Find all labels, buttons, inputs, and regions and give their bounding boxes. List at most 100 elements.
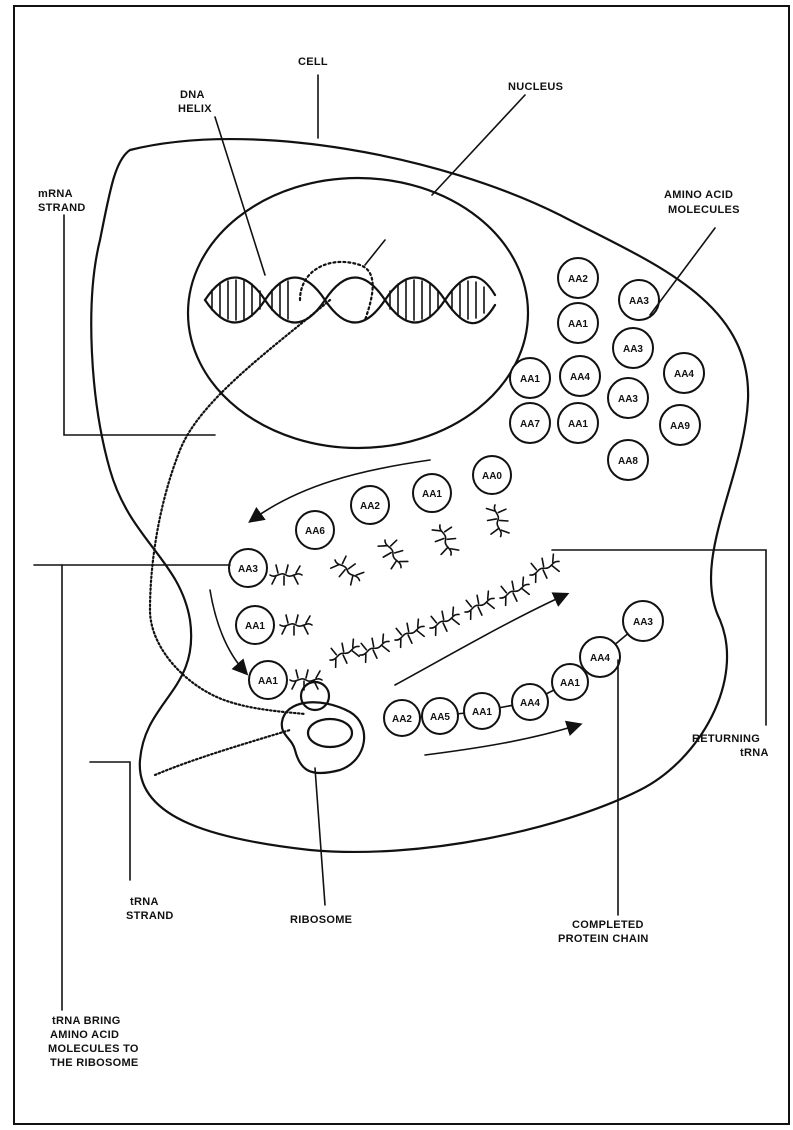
trna-aa-1: AA2 <box>351 486 389 524</box>
trna-aa-2-label: AA1 <box>422 489 442 500</box>
chain-aa-3: AA4 <box>512 684 548 720</box>
pool-aa-9: AA1 <box>558 403 598 443</box>
label-trna-bring-2: AMINO ACID <box>50 1029 119 1041</box>
label-trna-bring-3: MOLECULES TO <box>48 1043 139 1055</box>
trna-aa-3: AA0 <box>473 456 511 494</box>
pool-aa-6-label: AA4 <box>674 369 694 380</box>
pool-aa-6: AA4 <box>664 353 704 393</box>
label-amino-acid-1: AMINO ACID <box>664 189 733 201</box>
leader-nucleus <box>432 95 525 195</box>
returning-trna-6 <box>526 552 563 584</box>
pool-aa-3: AA3 <box>613 328 653 368</box>
nucleus-membrane <box>188 178 528 448</box>
label-cell: CELL <box>298 56 328 68</box>
pool-aa-9-label: AA1 <box>568 419 588 430</box>
returning-trna-0 <box>326 637 363 669</box>
trna-aa-0-label: AA6 <box>305 526 325 537</box>
ribosome <box>282 682 364 773</box>
trna-aa-4: AA3 <box>229 549 267 587</box>
chain-aa-1-label: AA5 <box>430 712 450 723</box>
trna-aa-2: AA1 <box>413 474 451 512</box>
trna-stem-3 <box>485 503 510 538</box>
chain-aa-6: AA3 <box>623 601 663 641</box>
pool-aa-8: AA7 <box>510 403 550 443</box>
pool-aa-11: AA8 <box>608 440 648 480</box>
mrna-strand <box>150 300 330 714</box>
leader-trna-strand <box>90 762 130 880</box>
chain-aa-0-label: AA2 <box>392 714 412 725</box>
pool-aa-7-label: AA3 <box>618 394 638 405</box>
chain-aa-4-label: AA1 <box>560 678 580 689</box>
trna-stem-0 <box>329 552 366 588</box>
pool-aa-0: AA2 <box>558 258 598 298</box>
pool-aa-4-label: AA1 <box>520 374 540 385</box>
returning-trna-3 <box>426 605 463 637</box>
pool-aa-8-label: AA7 <box>520 419 540 430</box>
label-protein-chain-2: PROTEIN CHAIN <box>558 933 649 945</box>
trna-aa-4-label: AA3 <box>238 564 258 575</box>
label-protein-chain-1: COMPLETED <box>572 919 644 931</box>
returning-trna-molecules <box>326 552 563 669</box>
label-trna-strand-1: tRNA <box>130 896 159 908</box>
trna-stem-4 <box>270 565 302 585</box>
label-dna-helix-1: DNA <box>180 89 205 101</box>
pool-aa-3-label: AA3 <box>623 344 643 355</box>
trna-carriers: AA6AA2AA1AA0AA3AA1AA1 <box>229 456 511 699</box>
label-dna-helix-2: HELIX <box>178 103 212 115</box>
returning-trna-4 <box>461 589 498 621</box>
label-trna-strand-2: STRAND <box>126 910 174 922</box>
trna-aa-3-label: AA0 <box>482 471 502 482</box>
trna-aa-5-label: AA1 <box>245 621 265 632</box>
pool-aa-1: AA3 <box>619 280 659 320</box>
trna-aa-5: AA1 <box>236 606 274 644</box>
trna-aa-0: AA6 <box>296 511 334 549</box>
chain-aa-5-label: AA4 <box>590 653 610 664</box>
pool-aa-10-label: AA9 <box>670 421 690 432</box>
trna-stem-1 <box>376 535 409 573</box>
returning-trna-5 <box>496 575 533 607</box>
pool-aa-0-label: AA2 <box>568 274 588 285</box>
pool-aa-10: AA9 <box>660 405 700 445</box>
pool-aa-11-label: AA8 <box>618 456 638 467</box>
dna-helix <box>205 240 495 323</box>
chain-aa-0: AA2 <box>384 700 420 736</box>
leader-mrna <box>64 215 215 435</box>
chain-aa-5: AA4 <box>580 637 620 677</box>
returning-trna-2 <box>391 617 428 649</box>
chain-aa-6-label: AA3 <box>633 617 653 628</box>
label-trna-bring-1: tRNA BRING <box>52 1015 121 1027</box>
chain-aa-4: AA1 <box>552 664 588 700</box>
leader-returning <box>552 550 766 725</box>
label-trna-bring-4: THE RIBOSOME <box>50 1057 139 1069</box>
arrow-trna-flow <box>252 460 430 520</box>
pool-aa-2-label: AA1 <box>568 319 588 330</box>
pool-aa-4: AA1 <box>510 358 550 398</box>
label-returning-1: RETURNING <box>692 733 760 745</box>
pool-aa-5: AA4 <box>560 356 600 396</box>
label-nucleus: NUCLEUS <box>508 81 563 93</box>
label-mrna-2: STRAND <box>38 202 86 214</box>
arrow-returning <box>395 595 565 685</box>
chain-aa-3-label: AA4 <box>520 698 540 709</box>
trna-aa-6: AA1 <box>249 661 287 699</box>
trna-aa-6-label: AA1 <box>258 676 278 687</box>
trna-stem-5 <box>280 615 312 635</box>
chain-aa-1: AA5 <box>422 698 458 734</box>
label-returning-2: tRNA <box>740 747 769 759</box>
pool-aa-1-label: AA3 <box>629 296 649 307</box>
trna-aa-1-label: AA2 <box>360 501 380 512</box>
label-amino-acid-2: MOLECULES <box>668 204 740 216</box>
trna-stem-2 <box>431 522 461 559</box>
chain-aa-2: AA1 <box>464 693 500 729</box>
pool-aa-7: AA3 <box>608 378 648 418</box>
label-ribosome: RIBOSOME <box>290 914 352 926</box>
returning-trna-1 <box>356 632 393 664</box>
chain-aa-2-label: AA1 <box>472 707 492 718</box>
pool-aa-5-label: AA4 <box>570 372 590 383</box>
label-mrna-1: mRNA <box>38 188 73 200</box>
trna-stem-6 <box>290 670 322 690</box>
leader-ribosome <box>315 768 325 905</box>
mrna-strand-tail <box>155 730 290 775</box>
